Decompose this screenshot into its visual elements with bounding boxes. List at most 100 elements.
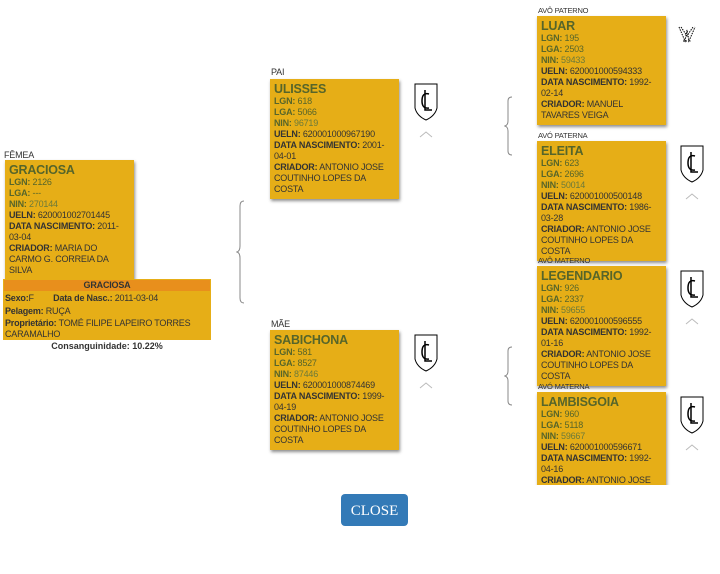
field-value: 581 <box>297 347 313 357</box>
field-label: DATA NASCIMENTO: <box>274 140 360 150</box>
field-value: 1992-01-16 <box>541 327 652 348</box>
field-lga: LGA: 2337 <box>541 294 662 305</box>
field-lgn: LGN: 195 <box>541 33 662 44</box>
field-label: UELN: <box>274 380 301 390</box>
field-value: 1999-04-19 <box>274 391 385 412</box>
field-criador: CRIADOR: ANTONIO JOSE COUTINHO LOPES DA … <box>541 224 662 257</box>
field-criador: CRIADOR: MARIA DO CARMO G. CORREIA DA SI… <box>9 243 130 276</box>
field-criador: CRIADOR: ANTONIO JOSE COUTINHO LOPES DA … <box>274 413 395 446</box>
field-nin: NIN: 50014 <box>541 180 662 191</box>
field-label: LGA: <box>541 44 563 54</box>
field-label: LGN: <box>274 347 296 357</box>
field-value: 620001000500148 <box>569 191 642 201</box>
close-button[interactable]: CLOSE <box>341 494 408 526</box>
nasc-label: Data de Nasc.: <box>53 293 113 303</box>
field-label: DATA NASCIMENTO: <box>9 221 95 231</box>
field-label: LGA: <box>274 107 296 117</box>
field-value: 620001000596671 <box>569 442 642 452</box>
horse-name: GRACIOSA <box>9 163 75 177</box>
field-label: NIN: <box>274 118 292 128</box>
field-label: CRIADOR: <box>274 413 318 423</box>
field-value: ANTONIO JOSE COUTINHO LOPES DA COSTA <box>274 413 384 445</box>
field-label: CRIADOR: <box>541 224 585 234</box>
field-data_nascimento: DATA NASCIMENTO: 1992-02-14 <box>541 77 662 99</box>
field-criador: CRIADOR: ANTONIO JOSE COUTINHO LOPES DA … <box>541 349 662 382</box>
brace-icon <box>236 200 245 304</box>
field-label: LGN: <box>541 283 563 293</box>
field-ueln: UELN: 620001002701445 <box>9 210 130 221</box>
field-label: CRIADOR: <box>541 99 585 109</box>
field-label: UELN: <box>541 316 568 326</box>
chevron-up-icon[interactable] <box>685 187 699 200</box>
field-value: MANUEL TAVARES VEIGA <box>541 99 623 120</box>
role-label: AVÓ PATERNA <box>538 131 588 140</box>
field-value: 2337 <box>564 294 584 304</box>
field-lga: LGA: 2503 <box>541 44 662 55</box>
nasc-value: 2011-03-04 <box>114 293 159 303</box>
role-label: AVÔ MATERNO <box>538 256 591 265</box>
shield-cl-icon <box>679 395 705 435</box>
field-label: NIN: <box>541 431 559 441</box>
brace-icon <box>504 346 513 406</box>
field-value: MARIA DO CARMO G. CORREIA DA SILVA <box>9 243 109 275</box>
field-label: LGA: <box>9 188 31 198</box>
field-value: 620001000874469 <box>302 380 375 390</box>
field-value: 2126 <box>32 177 52 187</box>
horse-name: SABICHONA <box>274 333 348 347</box>
field-criador: CRIADOR: ANTONIO JOSE COUTINHO LOPES DA … <box>274 162 395 195</box>
field-lga: LGA: 5118 <box>541 420 662 431</box>
role-label: PAI <box>271 67 285 77</box>
field-label: NIN: <box>541 55 559 65</box>
field-value: 195 <box>564 33 580 43</box>
field-value: 270144 <box>29 199 58 209</box>
shield-cl-icon <box>679 269 705 309</box>
field-value: ANTONIO JOSE COUTINHO LOPES DA COSTA <box>541 224 651 256</box>
field-value: 2011-03-04 <box>9 221 119 242</box>
field-value: 2696 <box>564 169 584 179</box>
horse-name: LUAR <box>541 19 575 33</box>
field-label: NIN: <box>9 199 27 209</box>
field-lgn: LGN: 960 <box>541 409 662 420</box>
role-label: AVÔ PATERNO <box>538 6 589 15</box>
field-value: 960 <box>564 409 580 419</box>
field-value: 620001002701445 <box>37 210 110 220</box>
chevron-up-icon[interactable] <box>685 312 699 325</box>
field-lgn: LGN: 2126 <box>9 177 130 188</box>
sexo-label: Sexo: <box>5 293 29 303</box>
field-value: 620001000594333 <box>569 66 642 76</box>
field-label: LGN: <box>9 177 31 187</box>
chevron-up-icon[interactable] <box>419 376 433 389</box>
field-value: 2001-04-01 <box>274 140 385 161</box>
field-data_nascimento: DATA NASCIMENTO: 1986-03-28 <box>541 202 662 224</box>
brand-m-icon <box>677 24 703 64</box>
field-value: ANTONIO JOSE COUTINHO LOPES DA COSTA <box>586 475 651 485</box>
field-value: 926 <box>564 283 580 293</box>
horse-info-box: GRACIOSA Sexo:F Data de Nasc.: 2011-03-0… <box>3 279 211 340</box>
horse-name: ULISSES <box>274 82 327 96</box>
field-label: LGN: <box>541 409 563 419</box>
proprietario-label: Proprietário: <box>5 318 57 328</box>
field-lgn: LGN: 618 <box>274 96 395 107</box>
chevron-up-icon[interactable] <box>685 438 699 451</box>
field-label: LGA: <box>541 294 563 304</box>
field-ueln: UELN: 620001000596671 <box>541 442 662 453</box>
field-value: 96719 <box>294 118 319 128</box>
chevron-up-icon[interactable] <box>419 125 433 138</box>
field-value: 59433 <box>561 55 586 65</box>
field-label: NIN: <box>541 180 559 190</box>
field-data_nascimento: DATA NASCIMENTO: 2011-03-04 <box>9 221 130 243</box>
field-label: CRIADOR: <box>541 475 585 485</box>
pelagem-value: RUÇA <box>45 306 71 316</box>
field-label: UELN: <box>541 191 568 201</box>
field-value: 1986-03-28 <box>541 202 652 223</box>
field-label: DATA NASCIMENTO: <box>541 327 627 337</box>
field-value: 618 <box>297 96 313 106</box>
